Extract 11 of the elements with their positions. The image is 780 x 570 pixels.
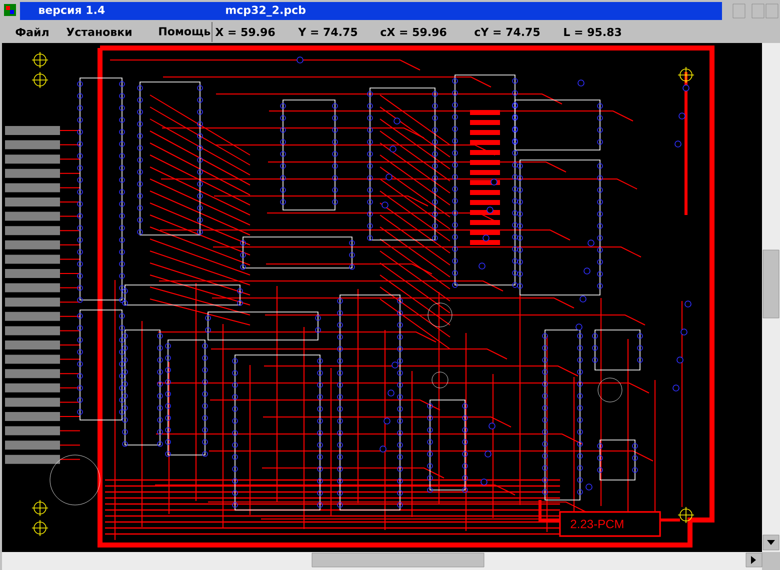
coordinate-readout: X = 59.96 [215,28,275,36]
menu-item: Файл [16,28,48,36]
coordinate-readout: cY = 74.75 [474,28,540,36]
coordinate-readout: cX = 59.96 [380,28,446,36]
menu-item: Установки [66,28,132,36]
coordinate-readout: Y = 74.75 [298,28,358,36]
file-name: mcp32_2.pcb [226,6,306,16]
coordinate-readout: L = 95.83 [564,28,621,36]
window-title: версия 1.4 [39,6,105,16]
board-label: 2.23-PCM [570,520,624,528]
menu-item: Помощь [159,27,210,37]
